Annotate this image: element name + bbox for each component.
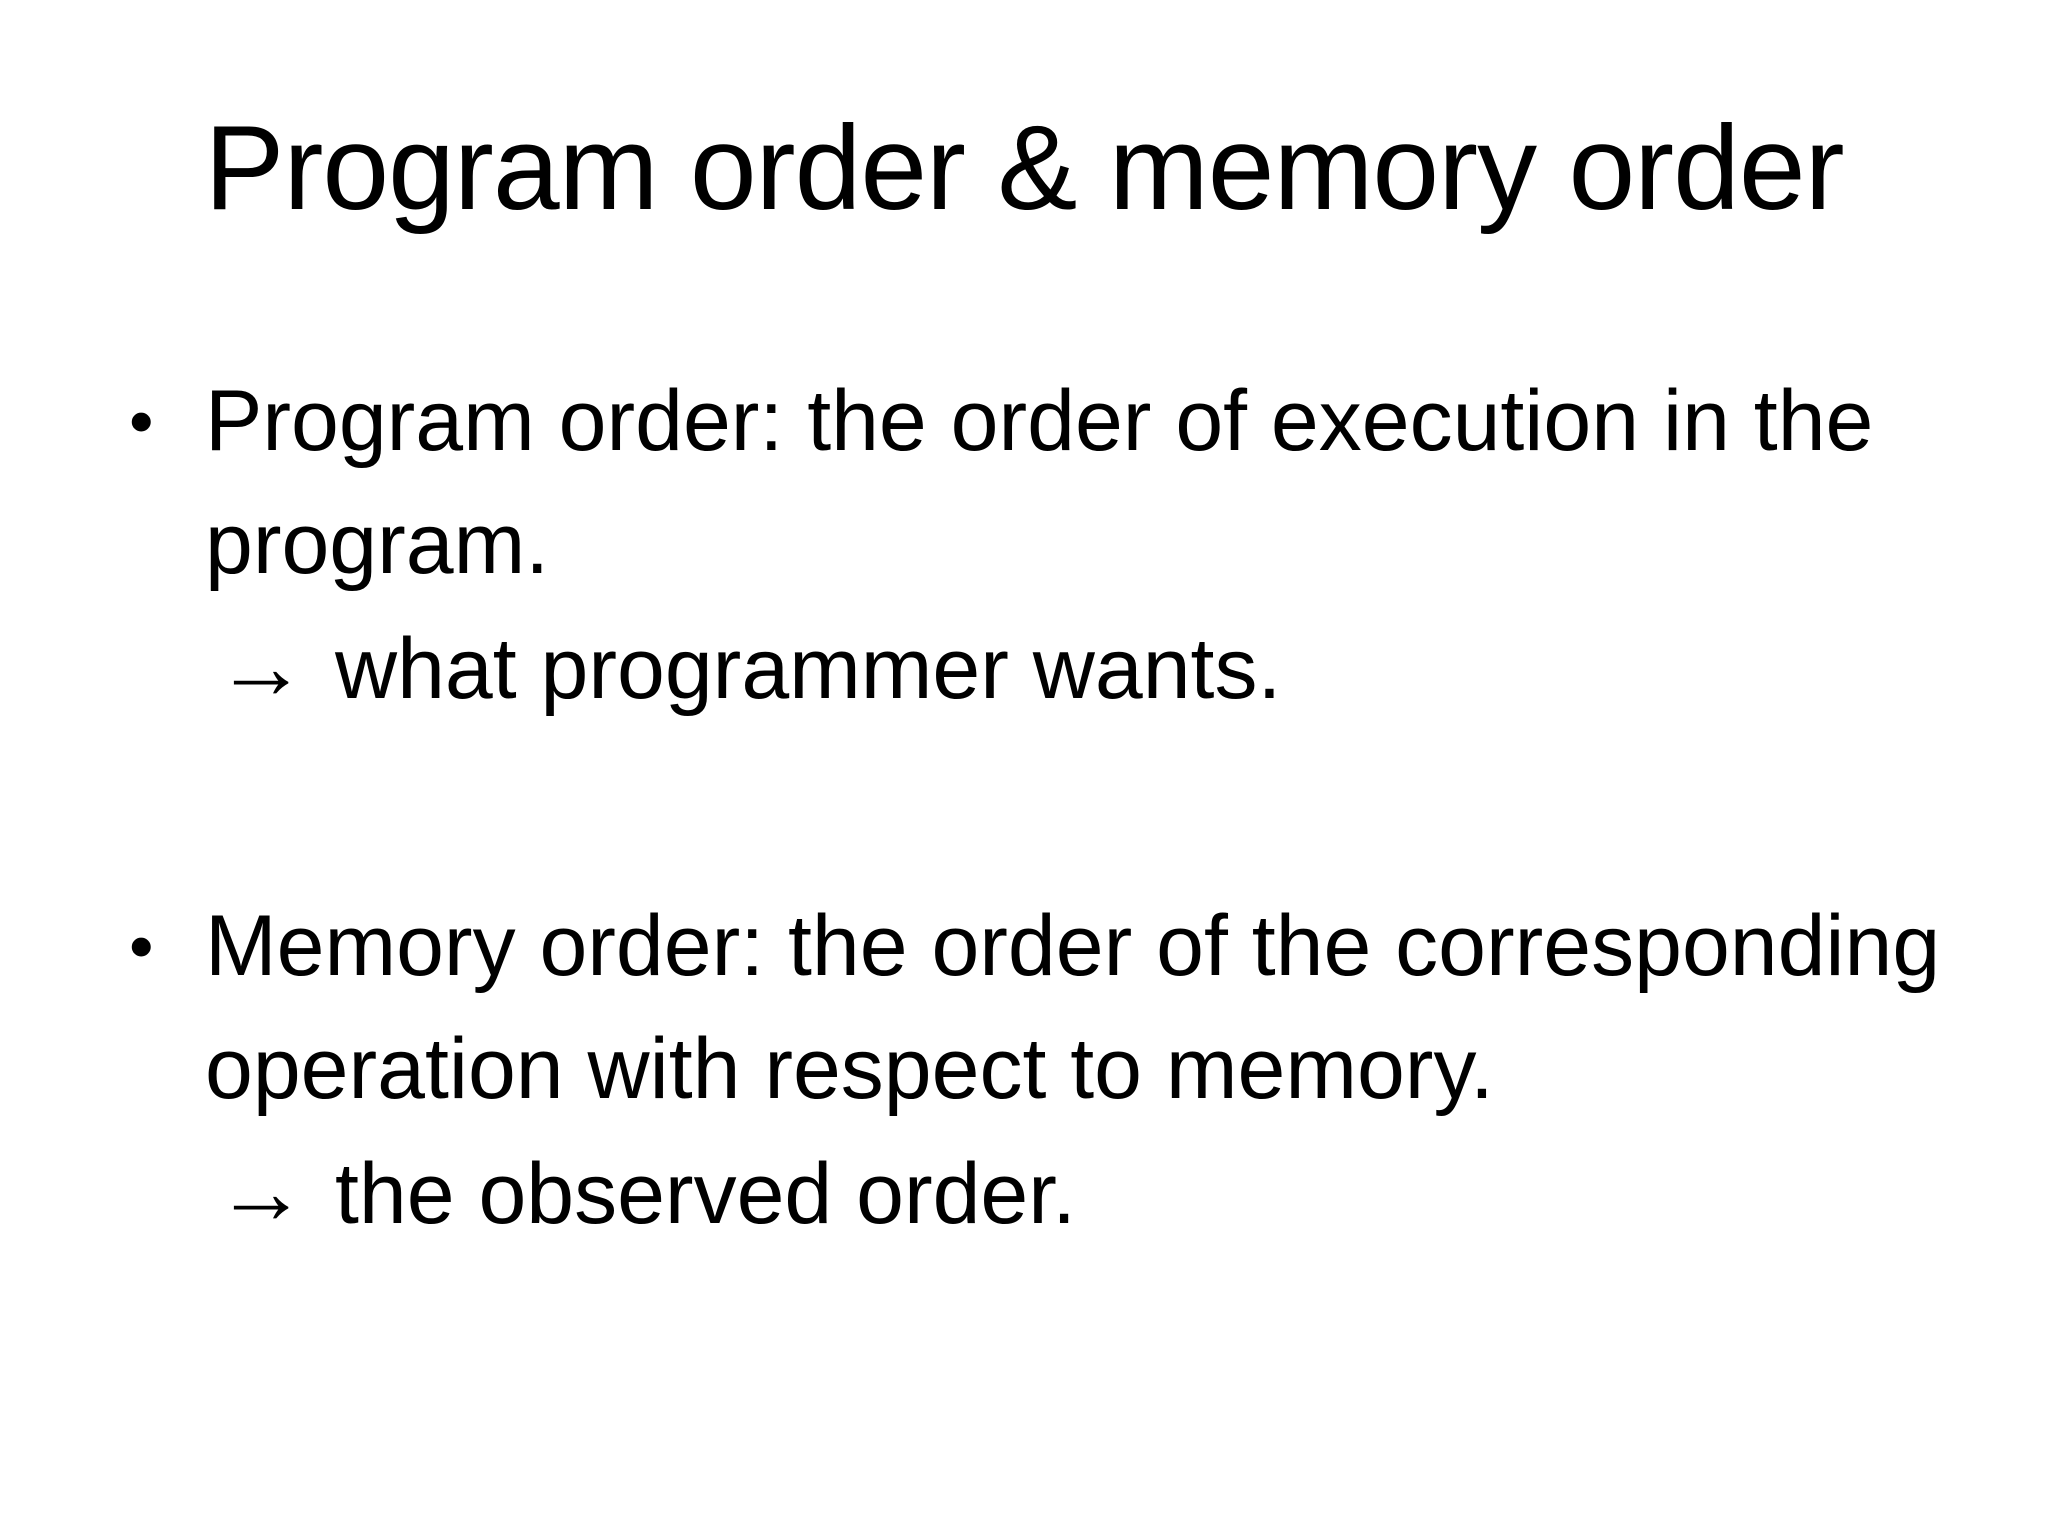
arrow-right-icon: → (215, 1141, 307, 1243)
slide-body: • Program order: the order of execution … (125, 360, 1968, 1256)
bullet-icon: • (129, 382, 154, 460)
slide-title: Program order & memory order (204, 101, 1844, 235)
arrow-text-memory-order: the observed order. (335, 1146, 1077, 1242)
bullet-body: Memory order: the order of the correspon… (205, 885, 1965, 1256)
bullet-body: Program order: the order of execution in… (205, 360, 1965, 731)
arrow-text-program-order: what programmer wants. (335, 621, 1282, 717)
bullet-text-memory-order: Memory order: the order of the correspon… (205, 898, 1941, 1117)
arrow-line-program-order: → what programmer wants. (205, 606, 1965, 731)
bullet-text-program-order: Program order: the order of execution in… (205, 373, 1874, 592)
bullet-item-program-order: • Program order: the order of execution … (125, 360, 1968, 731)
arrow-line-memory-order: → the observed order. (205, 1131, 1965, 1256)
bullet-icon: • (129, 907, 154, 985)
arrow-right-icon: → (215, 616, 307, 718)
bullet-item-memory-order: • Memory order: the order of the corresp… (125, 885, 1968, 1256)
